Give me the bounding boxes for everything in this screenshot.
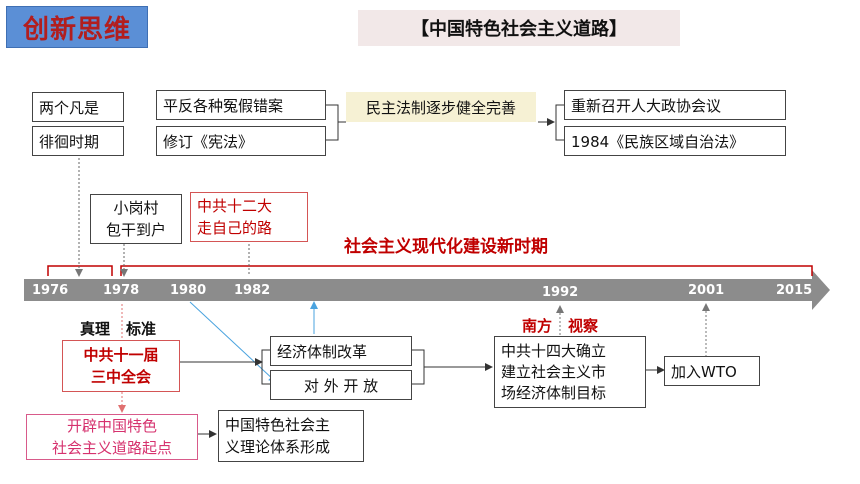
connector-blue-1 [189,301,277,383]
bracket-new-period [120,265,813,276]
label-truth: 真理 [80,320,111,338]
box-open-path: 开辟中国特色 社会主义道路起点 [26,414,198,460]
section-badge: 创新思维 [6,6,148,48]
year-1992: 1992 [542,285,579,300]
box-fourteenth-line3: 场经济体制目标 [501,383,607,402]
year-1978: 1978 [103,283,140,298]
label-standard: 标准 [126,320,157,338]
box-rehabilitate-label: 平反各种冤假错案 [163,96,284,115]
box-wto: 加入WTO [664,356,760,386]
box-wandering: 徘徊时期 [32,126,124,156]
box-third-plenum-line1: 中共十一届 [83,346,159,364]
connector-reform-fourteenth [412,349,492,385]
label-inspection: 视察 [568,317,599,335]
box-open-path-line2: 社会主义道路起点 [51,439,172,457]
box-twelfth-line1: 中共十二大 [197,197,273,215]
box-revise-constitution-label: 修订《宪法》 [163,132,254,151]
box-autonomy-law-label: 1984《民族区域自治法》 [571,132,745,151]
connector-rehab-group [326,104,346,141]
box-wto-label: 加入WTO [671,362,737,381]
box-third-plenum: 中共十一届 三中全会 [62,340,180,392]
box-fourteenth-line1: 中共十四大确立 [501,341,607,360]
year-1976: 1976 [32,283,69,298]
box-revise-constitution: 修订《宪法》 [156,126,326,156]
box-theory-line2: 义理论体系形成 [225,438,331,456]
box-autonomy-law: 1984《民族区域自治法》 [564,126,786,156]
year-1982: 1982 [234,283,271,298]
box-legal-system: 民主法制逐步健全完善 [346,92,536,122]
box-xiaogang: 小岗村 包干到户 [90,194,182,244]
box-cppcc-label: 重新召开人大政协会议 [571,96,722,115]
box-twelfth-line2: 走自己的路 [197,219,273,237]
label-new-period: 社会主义现代化建设新时期 [344,237,548,257]
box-econ-reform-label: 经济体制改革 [277,342,368,361]
year-2015: 2015 [776,283,813,298]
box-twelfth-congress: 中共十二大 走自己的路 [190,192,308,242]
box-theory-line1: 中国特色社会主 [225,416,331,434]
connector-right-group [555,104,564,141]
label-south: 南方 [522,317,553,335]
box-fourteenth-line2: 建立社会主义市 [501,362,607,381]
box-fourteenth-congress: 中共十四大确立 建立社会主义市 场经济体制目标 [494,336,646,408]
timeline-arrow [24,270,830,310]
box-opening: 对 外 开 放 [270,370,412,400]
box-opening-label: 对 外 开 放 [303,376,379,395]
box-wandering-label: 徘徊时期 [39,132,100,151]
box-two-whatevers-label: 两个凡是 [39,98,100,117]
box-rehabilitate: 平反各种冤假错案 [156,90,326,120]
bracket-1976-1978 [47,265,113,276]
box-econ-reform: 经济体制改革 [270,336,412,366]
year-2001: 2001 [688,283,725,298]
box-xiaogang-line1: 小岗村 [113,199,159,217]
box-legal-system-label: 民主法制逐步健全完善 [365,98,516,117]
page-title: 【中国特色社会主义道路】 [358,10,680,46]
box-xiaogang-line2: 包干到户 [105,221,166,239]
box-two-whatevers: 两个凡是 [32,92,124,122]
year-1980: 1980 [170,283,207,298]
box-open-path-line1: 开辟中国特色 [66,417,157,435]
box-cppcc: 重新召开人大政协会议 [564,90,786,120]
connector-reform-group [261,349,270,385]
box-theory: 中国特色社会主 义理论体系形成 [218,410,364,462]
box-third-plenum-line2: 三中全会 [90,368,151,386]
